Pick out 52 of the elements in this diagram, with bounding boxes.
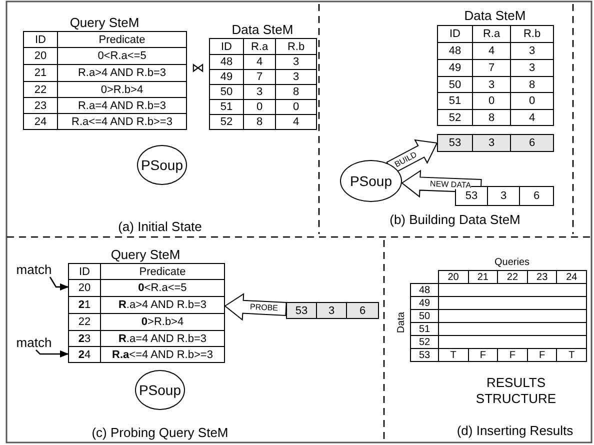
annotation-text: match xyxy=(12,262,56,277)
table-cell: ID xyxy=(68,263,101,280)
join-symbol: ⋈ xyxy=(190,58,206,76)
table-cell: R.b xyxy=(510,25,554,43)
table-cell: Predicate xyxy=(57,31,187,48)
table-cell: 8 xyxy=(243,114,276,130)
table-cell: R.a<=4 AND R.b>=3 xyxy=(100,346,225,363)
annotation-text: match xyxy=(12,335,56,350)
table-title: Queries xyxy=(493,256,530,269)
table-title: Data SteM xyxy=(463,6,527,24)
table-cell: 6 xyxy=(510,134,554,152)
panel-caption: (b) Building Data SteM xyxy=(388,211,522,227)
table-cell: 24 xyxy=(23,113,58,130)
table-cell: 3 xyxy=(487,186,520,206)
table-cell: 52 xyxy=(437,109,473,126)
table-cell: F xyxy=(526,348,558,362)
panel-caption: (a) Initial State xyxy=(117,218,203,234)
table-cell: ID xyxy=(23,31,58,48)
ellipse-node: PSoup xyxy=(135,370,185,410)
panel-caption: (d) Inserting Results xyxy=(456,422,574,438)
table-cell: 48 xyxy=(410,283,439,297)
ellipse-node: PSoup xyxy=(137,145,187,185)
arrow xyxy=(49,276,69,291)
table-cell: 4 xyxy=(510,109,554,126)
table-cell: 3 xyxy=(472,134,511,152)
table-cell: F xyxy=(497,348,528,362)
axis-title: Data xyxy=(396,310,408,335)
table-cell: F xyxy=(468,348,498,362)
table-cell: 6 xyxy=(346,302,379,319)
table-cell: 53 xyxy=(286,302,317,319)
table-cell: 52 xyxy=(209,114,244,130)
table-cell: 20 xyxy=(438,270,469,284)
table-cell: ID xyxy=(437,25,473,43)
table-cell: ID xyxy=(209,38,244,55)
table-cell: 24 xyxy=(68,346,101,363)
table-cell: Predicate xyxy=(100,263,225,280)
table-cell: 53 xyxy=(437,134,473,152)
panel-caption: (c) Probing Query SteM xyxy=(90,424,230,440)
arrow xyxy=(36,350,69,358)
table-title: Query SteM xyxy=(68,14,140,31)
table-cell: 6 xyxy=(519,186,554,206)
table-cell: T xyxy=(556,348,587,362)
table-cell: 4 xyxy=(275,114,317,130)
table-cell: 24 xyxy=(556,270,587,284)
table-cell: R.a<=4 AND R.b>=3 xyxy=(57,113,187,130)
table-cell: R.b xyxy=(275,38,317,55)
table-title: Query SteM xyxy=(110,246,182,263)
table-cell: 3 xyxy=(316,302,347,319)
table-caption: RESULTS STRUCTURE xyxy=(474,374,558,408)
table-cell: T xyxy=(438,348,469,362)
table-cell: 53 xyxy=(410,348,439,362)
table-title: Data SteM xyxy=(230,20,294,38)
